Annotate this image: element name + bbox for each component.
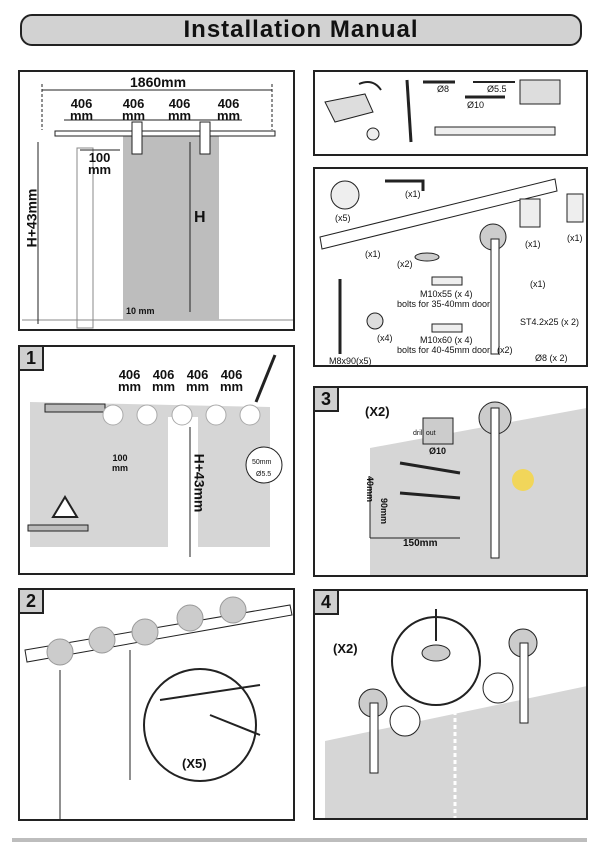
step-4-drawing (325, 609, 586, 818)
offset-label: 100 mm (112, 453, 129, 473)
step-1-drawing (27, 354, 283, 557)
drill-bit-10-label: Ø10 (467, 100, 485, 110)
drill-depth-label: 50mm (252, 459, 272, 466)
screw-label: ST4.2x25 (x 2) (520, 317, 580, 327)
height-label: H+43mm (191, 453, 208, 513)
horizontal-150-label: 150mm (403, 538, 438, 549)
cap-qty: (x4) (377, 333, 393, 343)
spacing-label: 406 mm (70, 96, 94, 123)
step-number: 3 (315, 388, 339, 412)
quantity-label: (X2) (333, 641, 358, 656)
spacing-label: 406 mm (122, 96, 146, 123)
parts-drawing (319, 178, 584, 355)
quantity-label: (X5) (182, 756, 207, 771)
overview-drawing (22, 84, 293, 329)
step-1-panel: 1 406 mm 406 mm 406 mm 406 mm 100 mm H+4… (18, 345, 295, 575)
drill-bit-8-label: Ø8 (437, 84, 450, 94)
height-label: H+43mm (23, 188, 40, 248)
drill-bit-55-label: Ø5.5 (487, 84, 507, 94)
step-3-panel: 3 (X2) drill out Ø10 40mm 90mm 150mm (313, 386, 588, 577)
step-2-drawing (24, 596, 293, 819)
drill-out-label: drill out (413, 430, 436, 437)
overview-diagram: 1860mm 406 mm 406 mm 406 mm 406 mm 100 m… (18, 70, 295, 331)
gap-label: 10 mm (126, 306, 155, 316)
total-width-label: 1860mm (130, 74, 187, 90)
step-4-panel: 4 (X2) (313, 589, 588, 820)
offset-label: 100 mm (88, 150, 112, 177)
step-number: 2 (20, 590, 44, 614)
rail-qty: (x1) (365, 249, 381, 259)
door-height-label: H (194, 209, 206, 226)
lag-bolt-label: M8x90(x5) (329, 356, 372, 366)
hanger-qty: (x2) (497, 345, 513, 355)
spacing-label: 406 mm (168, 96, 192, 123)
anchor-label: Ø8 (x 2) (535, 353, 568, 363)
step-2-panel: 2 (X5) (18, 588, 295, 821)
bolt-55-note: bolts for 35-40mm door (397, 299, 491, 309)
floor-guide-qty: (x1) (530, 279, 546, 289)
drill-size-label: Ø5.5 (256, 471, 272, 478)
step-number: 1 (20, 347, 44, 371)
spacing-label: 406 mm (217, 96, 241, 123)
drill-size-label: Ø10 (429, 446, 447, 456)
page-title: Installation Manual (20, 14, 582, 46)
vertical-40-label: 40mm (365, 475, 376, 503)
quantity-label: (X2) (365, 404, 390, 419)
spacing-label: 406 mm (152, 367, 176, 394)
wheel-qty: (x2) (397, 259, 413, 269)
bolt-60-label: M10x60 (x 4) (420, 335, 473, 345)
tools-drawing (324, 79, 561, 143)
footer-rule (12, 838, 587, 842)
step-3-drawing (369, 401, 586, 575)
spacing-label: 406 mm (118, 367, 142, 394)
bolt-60-note: bolts for 40-45mm door (397, 345, 491, 355)
stopper-qty: (x5) (335, 213, 351, 223)
spacing-label: 406 mm (186, 367, 210, 394)
vertical-90-label: 90mm (379, 497, 390, 525)
tools-panel: Ø8 Ø5.5 Ø10 (313, 70, 588, 156)
allen-qty: (x1) (405, 189, 421, 199)
bracket2-qty: (x1) (567, 233, 583, 243)
spacing-label: 406 mm (220, 367, 244, 394)
parts-panel: (x5) (x1) (x1) (x1) (x1) (x2) (x1) (x4) … (313, 167, 588, 367)
bolt-55-label: M10x55 (x 4) (420, 289, 473, 299)
bracket-qty: (x1) (525, 239, 541, 249)
step-number: 4 (315, 591, 339, 615)
